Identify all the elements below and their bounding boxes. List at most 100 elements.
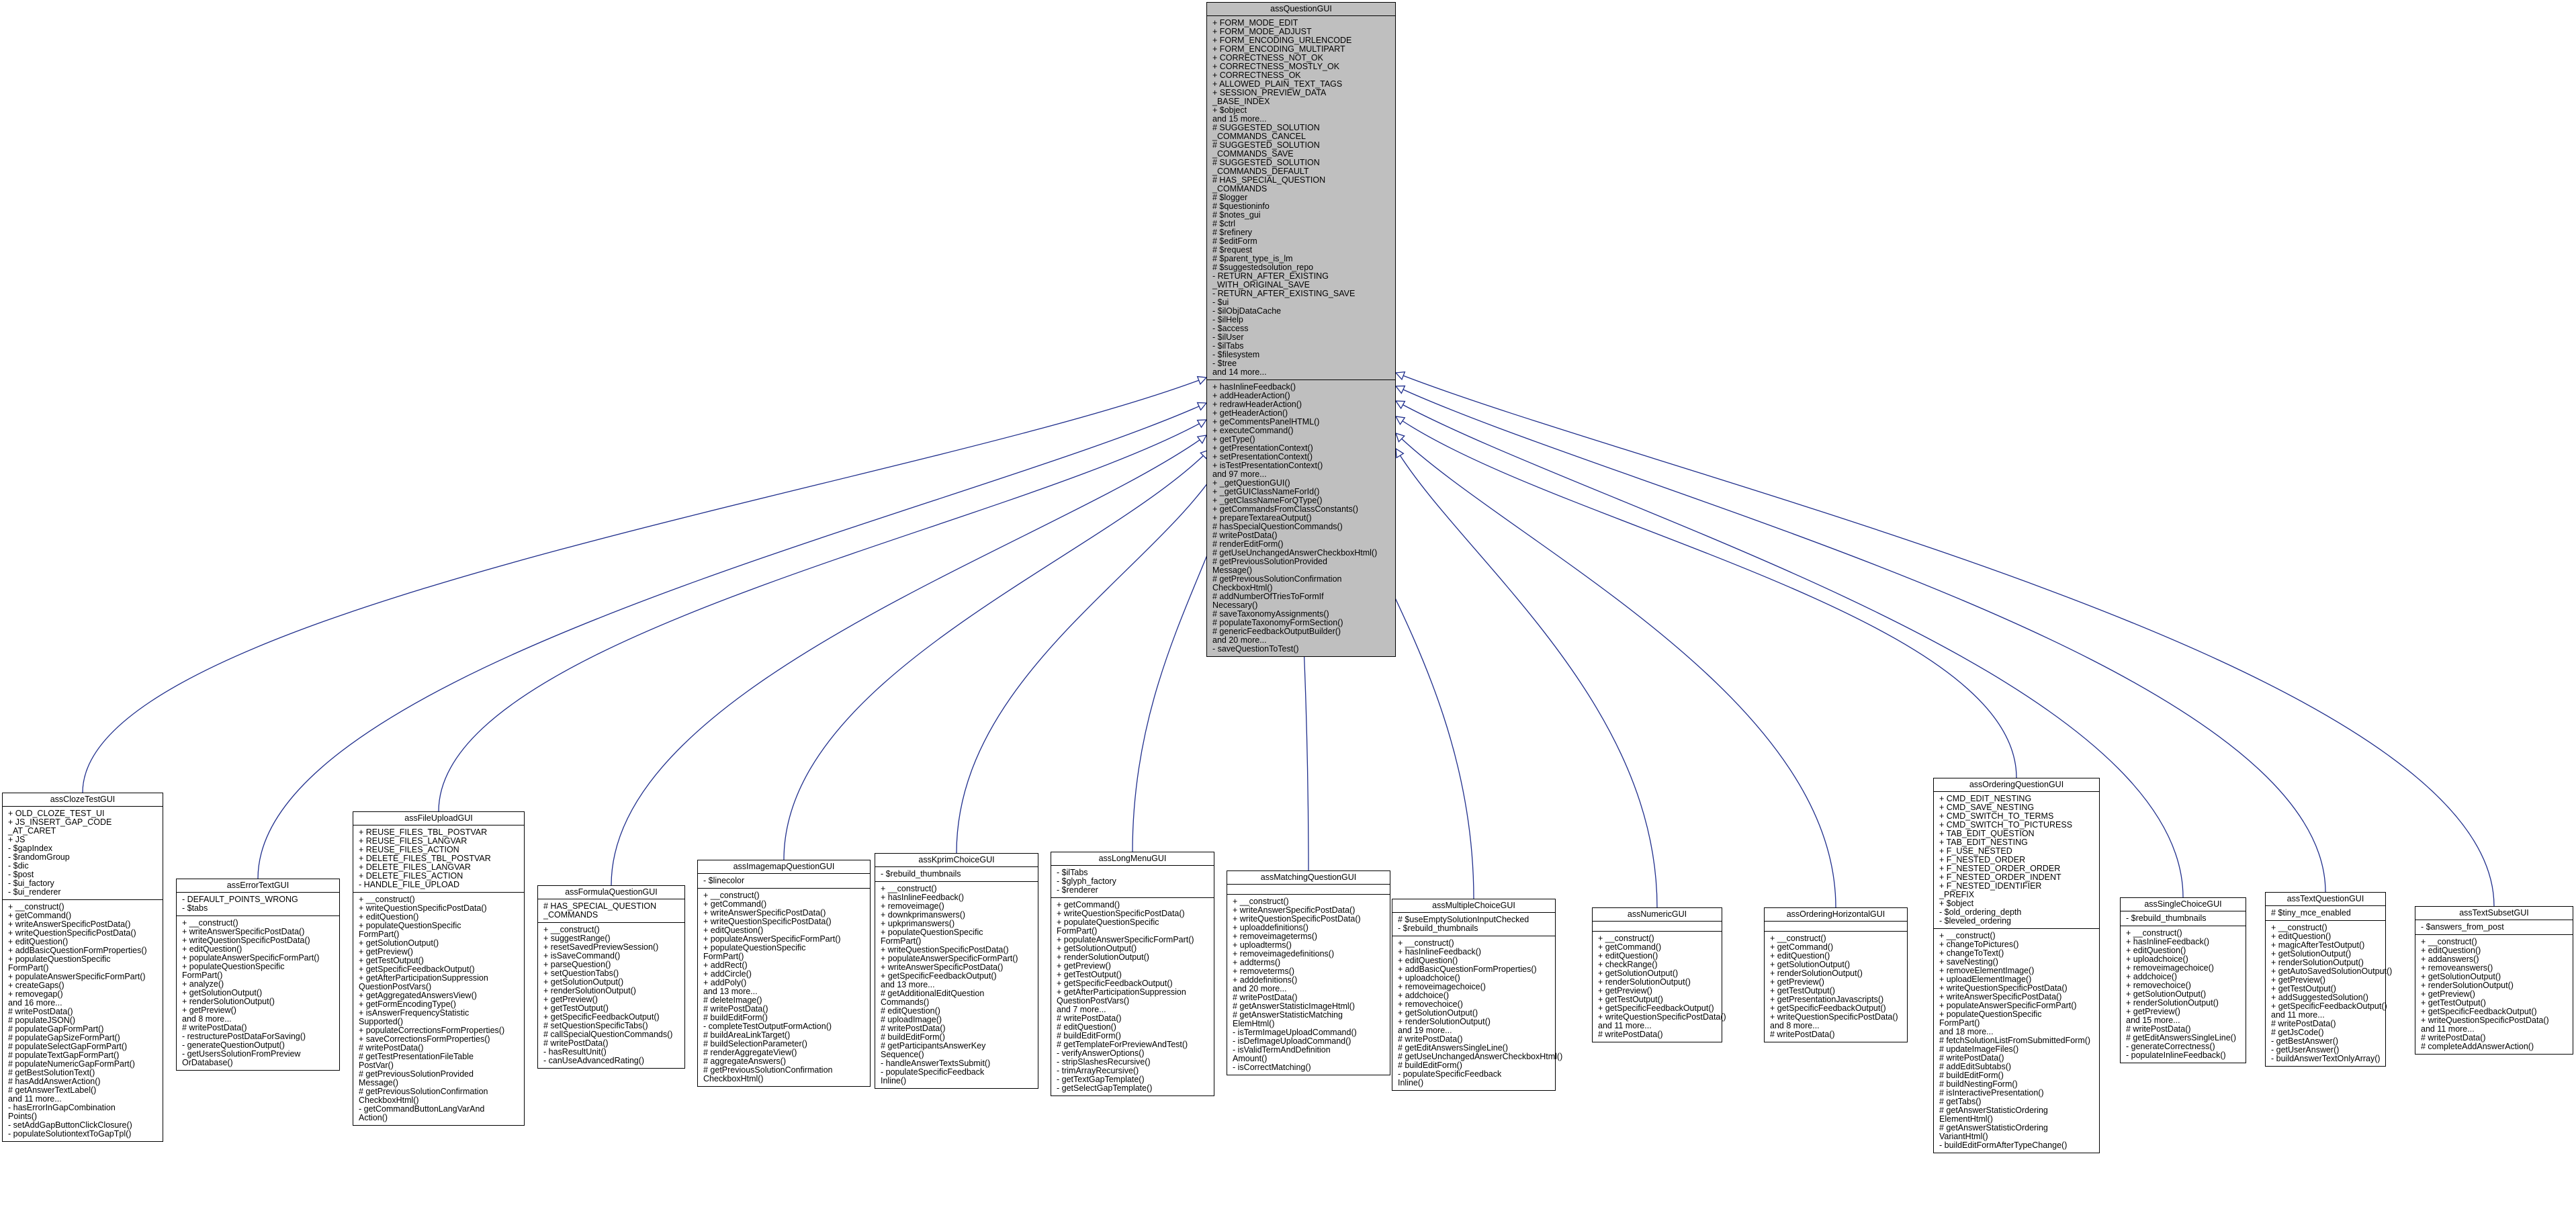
member-line: - $rebuild_thumbnails (2126, 913, 2207, 923)
member-line: + removeimagechoice() (1398, 982, 1486, 991)
member-line: # writePostData() (1057, 1014, 1122, 1023)
member-line: and 11 more... (8, 1094, 62, 1104)
member-line: - getUserAnswer() (2271, 1045, 2340, 1055)
member-line: # getParticipantsAnswerKey (881, 1041, 986, 1050)
attribute-list: - $ilTabs- $glyph_factory- $renderer (1051, 865, 1214, 897)
member-line: + getPreview() (1598, 986, 1652, 995)
member-line: + renderSolutionOutput() (182, 997, 275, 1006)
class-name: assOrderingHorizontalGUI (1786, 909, 1885, 919)
member-line: # $parent_type_is_lm (1212, 254, 1293, 263)
member-line: - isTermImageUploadCommand() (1233, 1028, 1357, 1037)
member-line: + getCommand() (8, 911, 72, 920)
member-line: + getSolutionOutput() (543, 977, 624, 987)
member-line: - $tree (1212, 359, 1237, 368)
member-line: VariantHtml() (1939, 1132, 1988, 1141)
member-line: + editQuestion() (703, 926, 764, 935)
member-line: + __construct() (1598, 934, 1654, 943)
member-line: FormPart() (881, 936, 922, 946)
member-line: + uploadchoice() (1398, 973, 1460, 983)
member-line: + getPresentationContext() (1212, 443, 1313, 453)
member-line: + removeimageterms() (1233, 932, 1318, 941)
member-line: + writeQuestionSpecificPostData() (1939, 983, 2068, 993)
method-list: + __construct()+ suggestRange()+ resetSa… (538, 922, 684, 1068)
member-line: # getAnswerStatisticOrdering (1939, 1123, 2048, 1132)
member-line: + getSpecificFeedbackOutput() (1057, 979, 1173, 988)
member-line: + hasInlineFeedback() (2126, 937, 2210, 946)
member-line: + uploadElementImage() (1939, 975, 2032, 984)
class-name: assSingleChoiceGUI (2144, 899, 2222, 909)
member-line: and 20 more... (1233, 984, 1287, 993)
member-line: + getSpecificFeedbackOutput() (2271, 1001, 2387, 1011)
member-line: + TAB_EDIT_NESTING (1939, 838, 2028, 847)
member-line: # getTabs() (1939, 1097, 1982, 1106)
member-line: - $ilTabs (1057, 868, 1088, 877)
member-line: - $ui_factory (8, 879, 54, 888)
member-line: _COMMANDS_CANCEL (1212, 132, 1306, 141)
member-line: + __construct() (1939, 931, 1996, 940)
member-line: + getSpecificFeedbackOutput() (881, 971, 997, 981)
member-line: # writePostData() (1212, 531, 1278, 540)
member-line: and 8 more... (182, 1014, 232, 1024)
member-line: + __construct() (2421, 937, 2477, 946)
member-line: # populateGapFormPart() (8, 1024, 104, 1034)
member-line: PostVar() (359, 1061, 394, 1070)
inheritance-arrowhead (1394, 416, 1406, 425)
member-line: # $refinery (1212, 228, 1253, 237)
member-line: + hasInlineFeedback() (1212, 382, 1296, 392)
member-line: - $rebuild_thumbnails (881, 869, 961, 879)
member-line: + CMD_SWITCH_TO_PICTURESS (1939, 820, 2073, 830)
member-line: # deleteImage() (703, 995, 762, 1005)
member-line: + writeAnswerSpecificPostData() (1233, 905, 1356, 915)
member-line: # getUseUnchangedAnswerCheckboxHtml() (1212, 548, 1378, 557)
class-box-assKprimChoiceGUI: assKprimChoiceGUI- $rebuild_thumbnails+ … (875, 853, 1038, 1089)
method-list: + __construct()+ getCommand()+ writeAnsw… (3, 899, 163, 1141)
class-box-assQuestionGUI: assQuestionGUI + FORM_MODE_EDIT+ FORM_MO… (1206, 2, 1396, 657)
member-line: + getSpecificFeedbackOutput() (1770, 1003, 1886, 1013)
member-line: # updateImageFiles() (1939, 1044, 2019, 1054)
member-line: + _getQuestionGUI() (1212, 478, 1290, 488)
member-line: + addPoly() (703, 978, 747, 987)
member-line: - completeTestOutputFormAction() (703, 1022, 832, 1031)
member-line: + removegap() (8, 989, 63, 999)
inheritance-arrowhead (1394, 400, 1406, 410)
member-line: + editQuestion() (359, 912, 419, 922)
member-line: FormPart() (703, 952, 744, 961)
member-line: - canUseAdvancedRating() (543, 1056, 645, 1065)
member-line: + $object (1939, 899, 1974, 908)
member-line: - getSelectGapTemplate() (1057, 1083, 1153, 1093)
member-line: + getSpecificFeedbackOutput() (2421, 1007, 2537, 1016)
member-line: - $dic (8, 861, 29, 870)
member-line: # renderAggregateView() (703, 1048, 797, 1057)
member-line: + getHeaderAction() (1212, 408, 1288, 418)
member-line: + adddefinitions() (1233, 975, 1298, 985)
member-line: - populateSpecificFeedback (1398, 1069, 1502, 1079)
member-line: + addterms() (1233, 958, 1281, 967)
member-line: - DEFAULT_POINTS_WRONG (182, 895, 298, 904)
member-line: and 7 more... (1057, 1005, 1106, 1014)
member-line: + writeQuestionSpecificPostData() (881, 945, 1009, 954)
member-line: + uploadchoice() (2126, 954, 2188, 964)
method-list: + __construct()+ editQuestion()+ addansw… (2415, 934, 2573, 1054)
member-line: + getSolutionOutput() (1398, 1008, 1478, 1018)
member-line: # populateNumericGapFormPart() (8, 1059, 135, 1069)
member-line: - $answers_from_post (2421, 922, 2504, 932)
inheritance-arrowhead (1394, 432, 1405, 443)
member-line: + writeQuestionSpecificPostData() (8, 928, 136, 938)
method-list: + __construct()+ hasInlineFeedback()+ ed… (2121, 926, 2246, 1063)
member-line: # populateTextGapFormPart() (8, 1050, 120, 1060)
member-line: + populateAnswerSpecificFormPart() (1057, 935, 1194, 944)
member-line: # buildAreaLinkTarget() (703, 1030, 791, 1040)
member-line: # writePostData() (2271, 1019, 2336, 1028)
member-line: QuestionPostVars() (359, 982, 432, 991)
attribute-list (1765, 921, 1907, 931)
class-box-assMatchingQuestionGUI: assMatchingQuestionGUI+ __construct()+ w… (1227, 870, 1390, 1075)
member-line: and 13 more... (703, 987, 758, 996)
member-line: # writePostData() (1770, 1030, 1835, 1039)
method-list: + hasInlineFeedback()+ addHeaderAction()… (1207, 379, 1395, 656)
member-line: + populateQuestionSpecific (1939, 1010, 2042, 1019)
member-line: FormPart() (8, 963, 49, 973)
class-name: assClozeTestGUI (50, 795, 116, 804)
member-line: # buildSelectionParameter() (703, 1039, 807, 1048)
member-line: + DELETE_FILES_ACTION (359, 871, 463, 881)
class-name: assTextQuestionGUI (2286, 894, 2364, 903)
